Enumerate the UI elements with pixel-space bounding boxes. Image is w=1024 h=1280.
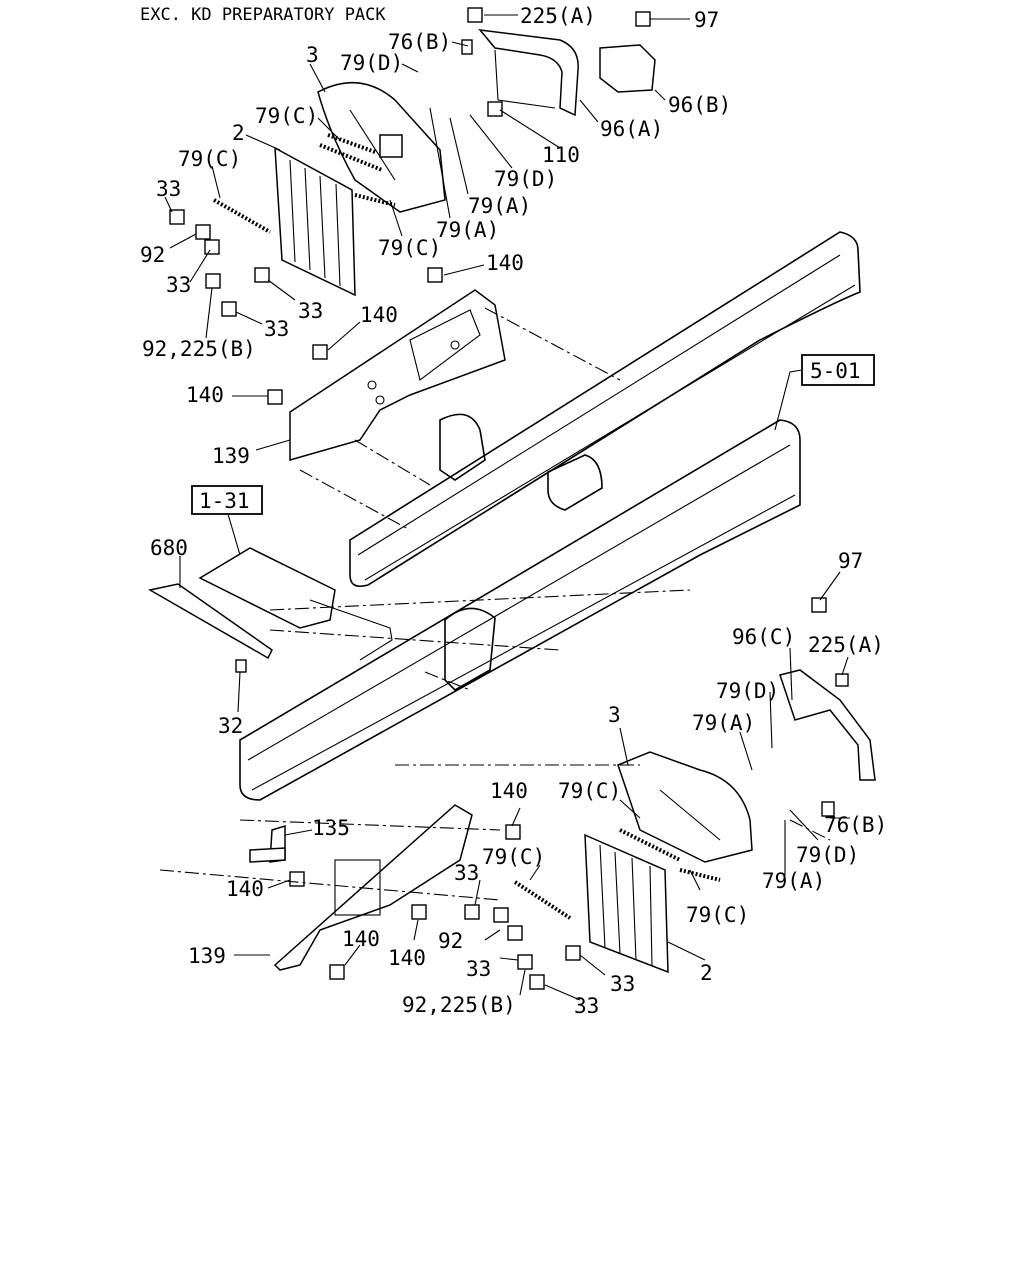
- label-92-225b: 92,225(B): [142, 337, 256, 361]
- svg-text:5-01: 5-01: [810, 359, 861, 383]
- label-33: 33: [610, 972, 635, 996]
- label-3: 3: [306, 43, 319, 67]
- floor-plate: [147, 547, 393, 661]
- label-79a: 79(A): [762, 869, 825, 893]
- label-79c: 79(C): [558, 779, 621, 803]
- label-76b: 76(B): [824, 813, 887, 837]
- label-140: 140: [490, 779, 528, 803]
- mudguard-panel-upper: [274, 146, 356, 297]
- label-33: 33: [156, 177, 181, 201]
- fender-upper: [317, 81, 446, 213]
- label-2: 2: [232, 121, 245, 145]
- bolt-icon: [169, 7, 849, 990]
- label-79c: 79(C): [255, 104, 318, 128]
- label-79d: 79(D): [796, 843, 859, 867]
- label-32: 32: [218, 714, 243, 738]
- label-140: 140: [360, 303, 398, 327]
- label-96a: 96(A): [600, 117, 663, 141]
- label-79c: 79(C): [178, 147, 241, 171]
- label-92-225b: 92,225(B): [402, 993, 516, 1017]
- label-92: 92: [438, 929, 463, 953]
- label-79d: 79(D): [340, 51, 403, 75]
- label-76b: 76(B): [388, 30, 451, 54]
- fender-lower: [617, 751, 753, 863]
- label-135: 135: [312, 816, 350, 840]
- label-79a: 79(A): [692, 711, 755, 735]
- label-79a: 79(A): [436, 218, 499, 242]
- bracket-135: [249, 824, 286, 863]
- frame-rail-lower: [239, 419, 801, 801]
- reference-5-01[interactable]: 5-01: [801, 354, 875, 386]
- label-140: 140: [186, 383, 224, 407]
- alignment-lines: [159, 307, 831, 901]
- label-79c: 79(C): [482, 845, 545, 869]
- label-680: 680: [150, 536, 188, 560]
- reference-1-31[interactable]: 1-31: [191, 485, 263, 515]
- label-33: 33: [264, 317, 289, 341]
- label-79d: 79(D): [716, 679, 779, 703]
- label-96b: 96(B): [668, 93, 731, 117]
- label-33: 33: [466, 957, 491, 981]
- label-33: 33: [298, 299, 323, 323]
- label-79c: 79(C): [378, 236, 441, 260]
- label-140: 140: [486, 251, 524, 275]
- label-139: 139: [212, 444, 250, 468]
- bracket-96a: [478, 29, 579, 117]
- label-110: 110: [542, 143, 580, 167]
- bracket-96b: [599, 44, 656, 93]
- label-97: 97: [694, 8, 719, 32]
- label-79a: 79(A): [468, 194, 531, 218]
- frame-bracket-lower: [273, 804, 473, 971]
- label-225a: 225(A): [808, 633, 884, 657]
- frame-rail-upper: [349, 231, 861, 588]
- label-140: 140: [388, 946, 426, 970]
- mudguard-panel-lower: [584, 833, 669, 974]
- svg-text:1-31: 1-31: [199, 489, 250, 513]
- label-140: 140: [342, 927, 380, 951]
- label-97: 97: [838, 549, 863, 573]
- label-79d: 79(D): [494, 167, 557, 191]
- label-33: 33: [574, 994, 599, 1018]
- label-33: 33: [166, 273, 191, 297]
- label-96c: 96(C): [732, 625, 795, 649]
- part-labels: 225(A) 97 76(B) 3 79(D) 79(C) 2 79(C) 96…: [140, 4, 887, 1018]
- label-225a: 225(A): [520, 4, 596, 28]
- leader-lines: [164, 14, 850, 1001]
- label-139: 139: [188, 944, 226, 968]
- frame-bracket-upper: [289, 289, 506, 461]
- label-79c: 79(C): [686, 903, 749, 927]
- label-2: 2: [700, 961, 713, 985]
- label-140: 140: [226, 877, 264, 901]
- label-3: 3: [608, 703, 621, 727]
- label-92: 92: [140, 243, 165, 267]
- bracket-96c: [779, 669, 876, 781]
- diagram-header: EXC. KD PREPARATORY PACK: [140, 5, 386, 25]
- label-33: 33: [454, 861, 479, 885]
